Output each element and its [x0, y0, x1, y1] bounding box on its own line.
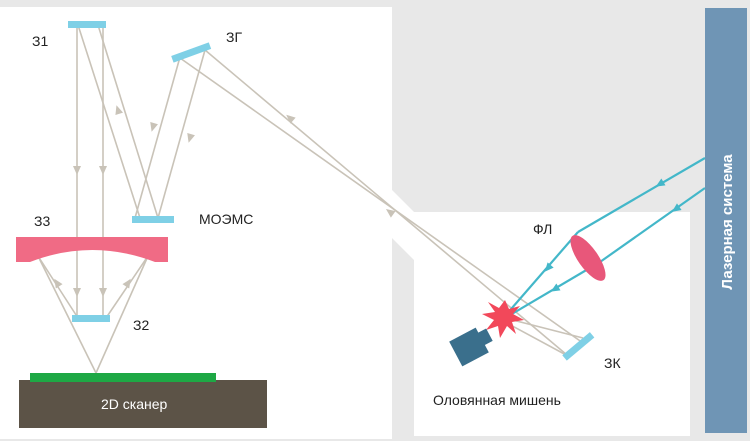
mirror-g — [171, 42, 212, 63]
arrow-icon — [150, 122, 158, 132]
label-scanner: 2D сканер — [101, 396, 168, 412]
arrow-icon — [99, 288, 107, 297]
arrow-icon — [187, 133, 195, 143]
arrow-icon — [671, 203, 682, 212]
label-target: Оловянная мишень — [433, 392, 561, 408]
label-collector-mirror: ЗК — [604, 355, 621, 371]
arrow-icon — [122, 278, 131, 289]
focus-lens — [570, 235, 606, 281]
source-panel — [414, 212, 690, 436]
optics-panel — [0, 7, 392, 439]
euv-beam — [77, 24, 141, 219]
arrow-icon — [115, 105, 124, 116]
scanner-plate — [30, 373, 216, 382]
euv-arrows — [54, 105, 396, 297]
arrow-icon — [385, 209, 396, 218]
euv-beam — [134, 56, 181, 219]
arrow-icon — [655, 178, 666, 187]
euv-beam — [504, 317, 584, 339]
laser-beam — [599, 187, 706, 263]
tin-target-icon — [449, 327, 493, 367]
label-mirror-3: З3 — [34, 213, 50, 229]
tin-target-nozzle — [477, 328, 493, 346]
laser-arrows — [544, 178, 682, 292]
label-focus-lens: ФЛ — [533, 221, 552, 237]
euv-beam — [97, 24, 159, 219]
label-moems: МОЭМС — [199, 211, 253, 227]
arrow-icon — [550, 283, 561, 292]
moems-mirror — [132, 216, 174, 223]
arrow-icon — [54, 278, 63, 289]
arrow-icon — [73, 288, 81, 297]
euv-beam-paths — [37, 24, 584, 374]
label-mirror-g: ЗГ — [226, 29, 242, 45]
mirror-3 — [16, 237, 168, 262]
label-laser: Лазерная система — [719, 154, 736, 290]
arrow-icon — [99, 166, 107, 175]
laser-beam — [504, 231, 579, 317]
arrow-icon — [544, 262, 554, 272]
euv-beam — [504, 321, 569, 357]
scanner-base — [19, 380, 267, 428]
arrow-icon — [73, 166, 81, 175]
euv-beam — [95, 255, 149, 374]
euv-beam — [37, 255, 97, 374]
tin-target-body — [449, 327, 489, 367]
euv-beam — [179, 57, 584, 344]
label-mirror-1: З1 — [32, 33, 48, 49]
beam-channel-panel — [392, 190, 414, 260]
mirror-2 — [72, 315, 110, 322]
arrow-icon — [286, 114, 296, 124]
euv-beam — [157, 49, 206, 219]
mirror-1 — [68, 21, 106, 28]
laser-beam — [577, 157, 706, 233]
plasma-burst-icon — [482, 300, 524, 338]
collector-mirror — [562, 332, 595, 361]
label-mirror-2: З2 — [133, 317, 149, 333]
laser-system-bar — [705, 8, 747, 433]
